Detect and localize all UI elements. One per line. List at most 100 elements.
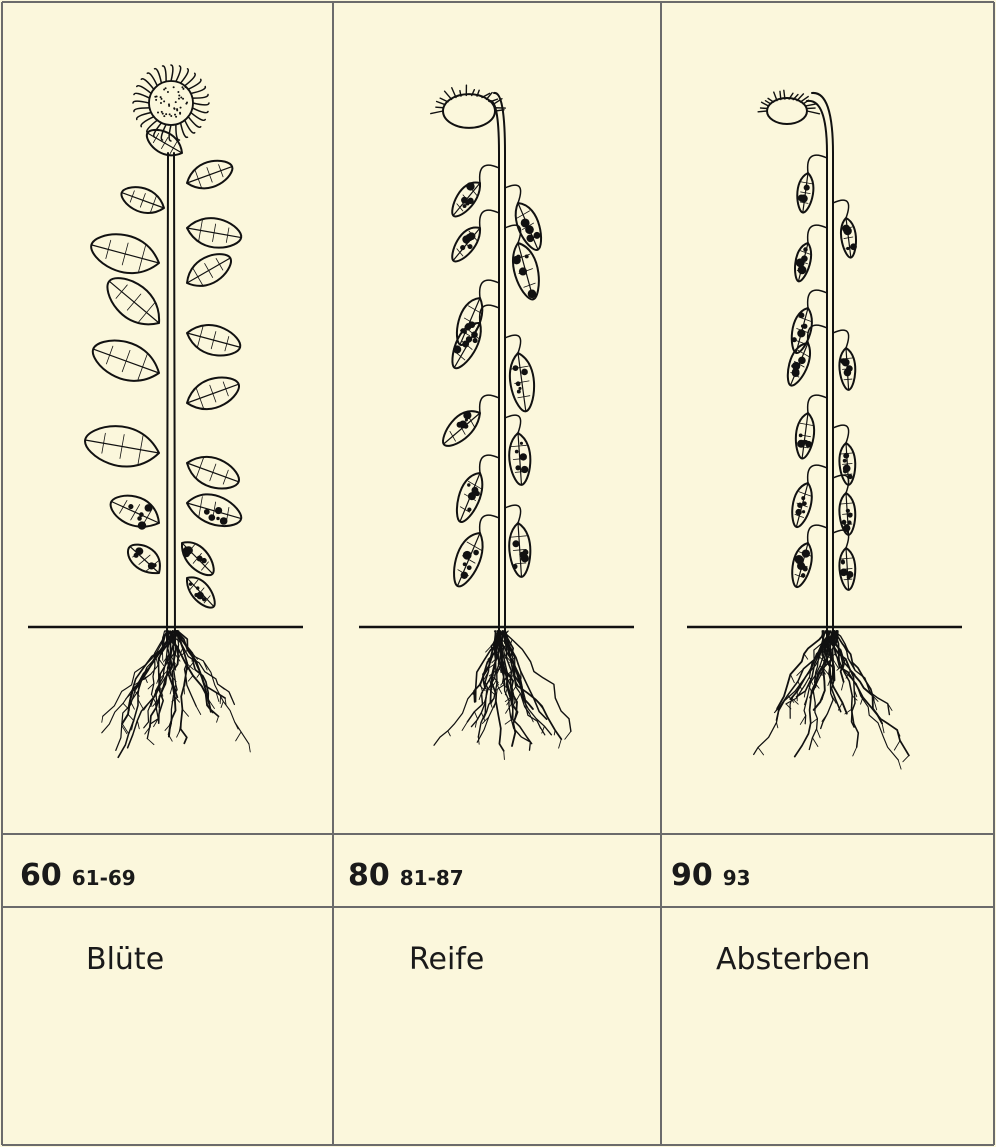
petal: [191, 113, 205, 121]
leaf-spot: [466, 182, 474, 190]
leaf-vein: [467, 542, 482, 551]
leaf-spot: [512, 540, 519, 547]
disk-seed: [161, 111, 163, 113]
leaf-vein: [196, 389, 203, 409]
disk-seed: [182, 98, 184, 100]
dry-petal: [445, 91, 452, 99]
disk-seed: [180, 107, 182, 109]
leaf-spot: [194, 593, 198, 597]
sunflower-ripe-illustration: [334, 3, 661, 833]
leaf-spot: [799, 312, 805, 318]
leaf-vein: [844, 379, 852, 380]
dry-petal: [431, 111, 443, 114]
leaf-spot: [520, 453, 527, 460]
disk-seed: [186, 101, 188, 103]
stage-label-ripe: Reife: [409, 942, 484, 977]
leaf-spot: [471, 331, 478, 338]
leaf-spot: [795, 509, 801, 515]
dry-petal: [780, 91, 781, 99]
disk-seed: [156, 96, 158, 98]
leaf-spot: [196, 586, 199, 589]
petiole: [808, 525, 827, 543]
leaf-spot: [802, 324, 807, 329]
root-hair: [217, 716, 219, 722]
leaf-vein: [450, 431, 456, 441]
leaf-spot: [802, 501, 806, 505]
root-hair: [188, 676, 193, 682]
root-hair: [504, 751, 505, 760]
root-hair: [462, 722, 467, 731]
petiole: [480, 455, 499, 473]
root-hair: [177, 729, 181, 737]
root-hair: [182, 709, 188, 716]
petal: [134, 93, 150, 98]
petal: [192, 108, 208, 113]
stage-label-dying: Absterben: [716, 942, 870, 977]
root-hair: [898, 760, 901, 769]
leaf-spot: [802, 549, 810, 557]
leaf-spot: [216, 517, 219, 520]
leaf-spot: [797, 503, 802, 508]
leaf-vein: [798, 350, 809, 357]
disk-seed: [175, 101, 177, 103]
leaf-spot: [528, 290, 537, 299]
disk-seed: [161, 98, 163, 100]
leaf-spot: [803, 247, 807, 251]
leaf-spot: [800, 195, 808, 203]
leaf-vein: [210, 464, 216, 481]
main-code: 60: [20, 858, 62, 893]
petiole: [833, 425, 849, 443]
leaf-spot: [467, 198, 473, 204]
stem: [489, 101, 499, 643]
leaf-vein: [223, 470, 228, 484]
leaf-spot: [843, 453, 849, 459]
leaf-spot: [525, 225, 534, 234]
root-hair: [221, 701, 223, 707]
disk-seed: [185, 86, 187, 88]
stage-label-bloom: Blüte: [86, 942, 164, 977]
leaf-spot: [526, 234, 534, 242]
disk-seed: [162, 113, 164, 115]
root-hair: [168, 734, 172, 741]
petal: [137, 86, 151, 94]
leaf-spot: [518, 387, 521, 390]
leaf-vein: [138, 355, 147, 380]
petiole: [808, 155, 827, 173]
leaf-spot: [792, 362, 800, 370]
dry-petal: [768, 98, 774, 102]
leaf-spot: [135, 547, 143, 555]
sunflower-dying-illustration: [662, 3, 993, 833]
leaf-spot: [843, 459, 847, 463]
root-hair: [874, 700, 877, 710]
leaf-spot: [850, 243, 857, 250]
root-hair: [817, 729, 821, 738]
dry-petal: [807, 111, 819, 114]
leaf-spot: [796, 258, 805, 267]
disk-seed: [165, 113, 167, 115]
leaf-spot: [802, 510, 805, 513]
leaf-spot: [457, 422, 463, 428]
leaf-spot: [846, 571, 853, 578]
petal: [163, 66, 167, 82]
leaf-shape: [111, 496, 159, 527]
root-hair: [448, 731, 451, 736]
petiole: [480, 165, 499, 183]
petiole: [480, 395, 499, 413]
root-hair: [882, 723, 884, 732]
leaf-spot: [843, 227, 851, 235]
leaf-spot: [148, 562, 155, 569]
leaf-spot: [467, 507, 471, 511]
petiole: [480, 210, 499, 228]
leaf-vein: [205, 263, 213, 277]
root-hair: [790, 674, 794, 682]
root-hair: [559, 739, 562, 748]
leaf-spot: [463, 562, 467, 566]
leaf-spot: [792, 369, 800, 377]
leaf-vein: [127, 294, 141, 310]
dry-petal: [762, 102, 769, 106]
disk-seed: [180, 97, 182, 99]
sub-code: 61-69: [72, 866, 136, 890]
leaf-spot: [462, 341, 469, 348]
petal: [181, 69, 189, 83]
